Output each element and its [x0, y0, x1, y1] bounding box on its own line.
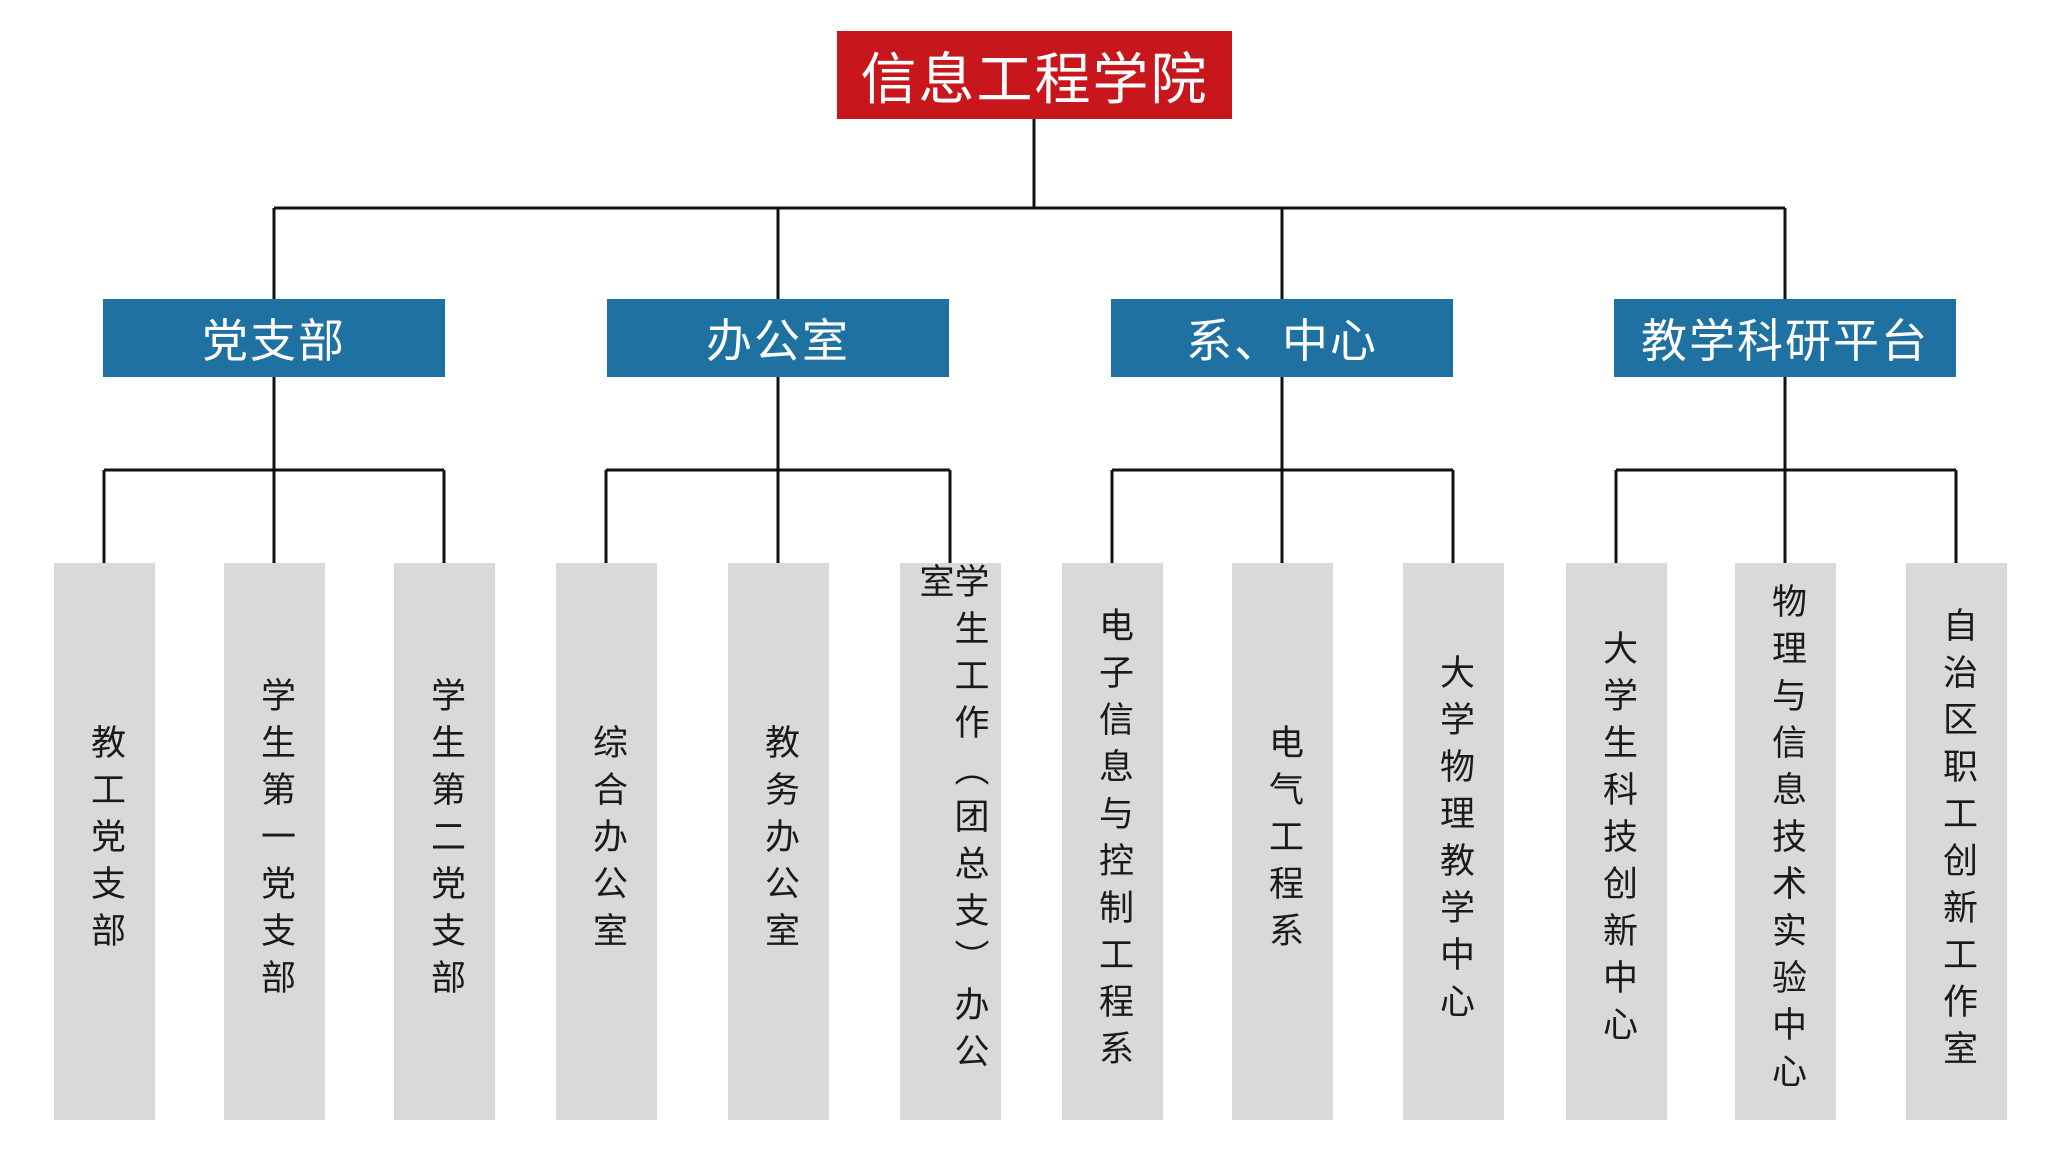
leaf-label: 自治区职工创新工作室	[1937, 606, 1977, 1077]
leaf-node: 物理与信息技术实验中心	[1735, 563, 1836, 1120]
leaf-label: 综合办公室	[587, 724, 627, 959]
leaf-label: 学生第二党支部	[425, 677, 465, 1006]
leaf-node: 学生第二党支部	[394, 563, 495, 1120]
branch-node-office: 办公室	[607, 299, 949, 377]
leaf-label: 教务办公室	[759, 724, 799, 959]
leaf-label: 教工党支部	[85, 724, 125, 959]
branch-node-departments-centers: 系、中心	[1111, 299, 1453, 377]
leaf-node: 自治区职工创新工作室	[1906, 563, 2007, 1120]
leaf-node: 综合办公室	[556, 563, 657, 1120]
leaf-label: 学生第一党支部	[255, 677, 295, 1006]
leaf-node: 电子信息与控制工程系	[1062, 563, 1163, 1120]
leaf-node: 教务办公室	[728, 563, 829, 1120]
leaf-node: 学生第一党支部	[224, 563, 325, 1120]
branch-label: 党支部	[202, 314, 346, 368]
branch-node-party-branch: 党支部	[103, 299, 445, 377]
branch-label: 系、中心	[1186, 314, 1378, 368]
leaf-label: 大学物理教学中心	[1434, 653, 1474, 1030]
leaf-label: 学生工作（团总支）办公室	[913, 563, 989, 1080]
leaf-label: 电气工程系	[1263, 724, 1303, 959]
branch-node-research-platforms: 教学科研平台	[1614, 299, 1956, 377]
leaf-node: 电气工程系	[1232, 563, 1333, 1120]
root-node: 信息工程学院	[837, 31, 1232, 119]
branch-label: 办公室	[706, 314, 850, 368]
root-label: 信息工程学院	[860, 47, 1209, 113]
leaf-node: 大学物理教学中心	[1403, 563, 1504, 1120]
leaf-node: 大学生科技创新中心	[1566, 563, 1667, 1120]
leaf-label: 电子信息与控制工程系	[1093, 606, 1133, 1077]
leaf-label: 大学生科技创新中心	[1597, 630, 1637, 1053]
branch-label: 教学科研平台	[1641, 314, 1929, 368]
leaf-label: 物理与信息技术实验中心	[1766, 583, 1806, 1100]
leaf-node: 学生工作（团总支）办公室	[900, 563, 1001, 1120]
leaf-node: 教工党支部	[54, 563, 155, 1120]
